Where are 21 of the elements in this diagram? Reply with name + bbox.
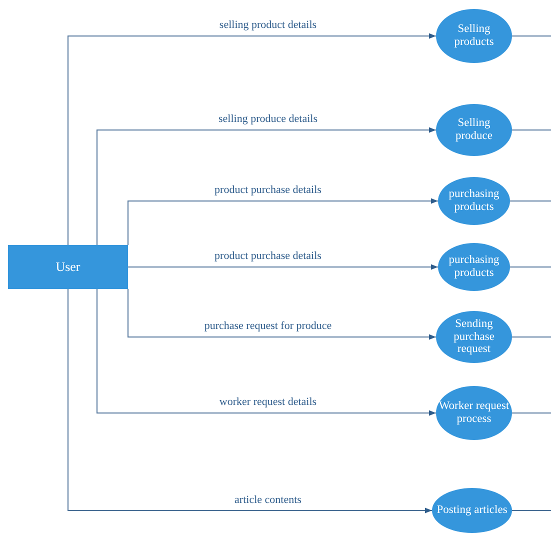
arrow <box>128 198 438 246</box>
process-circle: Posting articles <box>432 488 512 533</box>
arrow <box>128 264 438 270</box>
process-circle: purchasing products <box>438 177 510 225</box>
arrow <box>96 127 436 246</box>
edge-label: product purchase details <box>214 184 322 198</box>
process-circle: Worker request process <box>436 386 512 440</box>
process-circle: Sending purchase request <box>436 311 512 363</box>
edge-label: worker request details <box>219 396 317 410</box>
edge-label: selling produce details <box>218 113 318 126</box>
process-circle: Selling produce <box>436 104 512 156</box>
edge-label: product purchase details <box>214 250 322 264</box>
process-circle: Selling products <box>436 9 512 63</box>
process-circle: purchasing products <box>438 243 510 291</box>
arrow <box>68 288 432 514</box>
arrow <box>128 288 436 340</box>
arrow <box>96 288 436 416</box>
edge-label: selling product details <box>219 19 317 32</box>
arrow <box>68 33 436 246</box>
edge-label: purchase request for produce <box>204 320 332 334</box>
entity-box: User <box>8 245 128 289</box>
